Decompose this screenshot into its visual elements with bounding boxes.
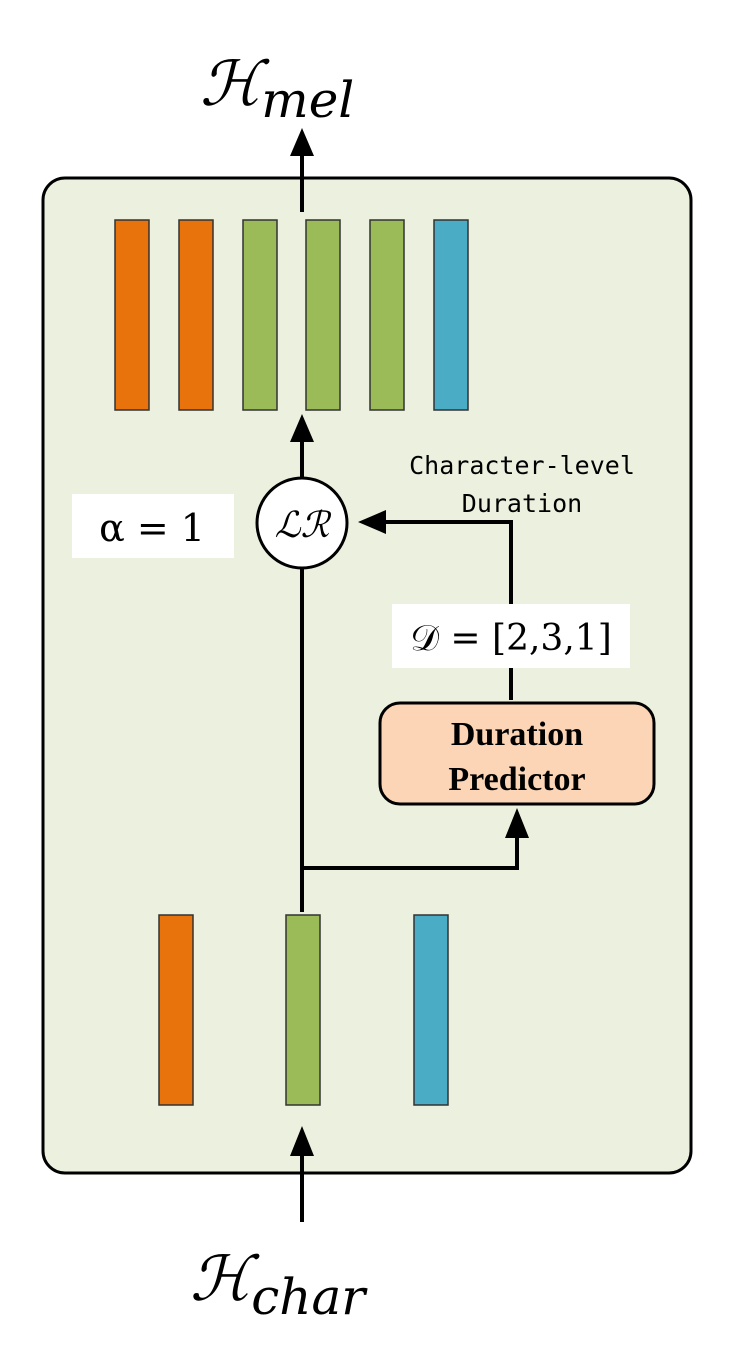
duration-caption-line2: Duration bbox=[462, 489, 582, 518]
output-bar-3 bbox=[242, 219, 278, 411]
alpha-label-box bbox=[72, 494, 234, 558]
input-label-base: ℋ bbox=[190, 1242, 260, 1315]
duration-predictor-block bbox=[378, 701, 656, 806]
output-bar-1 bbox=[114, 219, 150, 411]
output-bar-6 bbox=[433, 219, 469, 411]
input-arrow bbox=[290, 1126, 314, 1222]
output-label-sub: mel bbox=[261, 71, 354, 129]
lr-to-output-arrow bbox=[290, 414, 314, 478]
duration-predictor-line2: Predictor bbox=[448, 761, 585, 798]
duration-predictor-line1: Duration bbox=[451, 716, 583, 753]
length-regulator-label: ℒℛ bbox=[275, 505, 332, 546]
output-bar-2 bbox=[178, 219, 214, 411]
module-panel bbox=[41, 176, 693, 1175]
alpha-label: α = 1 bbox=[99, 506, 205, 550]
output-label: ℋmel bbox=[200, 47, 354, 129]
input-bar-1 bbox=[158, 914, 194, 1106]
output-label-base: ℋ bbox=[200, 47, 270, 120]
length-regulator-node bbox=[255, 476, 349, 570]
input-label-sub: char bbox=[251, 1268, 368, 1326]
input-label: ℋchar bbox=[190, 1242, 368, 1326]
input-sequence bbox=[158, 914, 449, 1106]
duration-value-box bbox=[392, 604, 630, 668]
output-sequence bbox=[114, 219, 469, 411]
duration-caption-line1: Character-level bbox=[409, 451, 635, 480]
output-arrow bbox=[290, 128, 314, 212]
duration-value-label: 𝒟 = [2,3,1] bbox=[410, 618, 611, 659]
input-bar-3 bbox=[413, 914, 449, 1106]
input-bar-2 bbox=[285, 914, 321, 1106]
output-bar-4 bbox=[305, 219, 341, 411]
output-bar-5 bbox=[369, 219, 405, 411]
branch-to-predictor-arrow bbox=[302, 808, 529, 870]
